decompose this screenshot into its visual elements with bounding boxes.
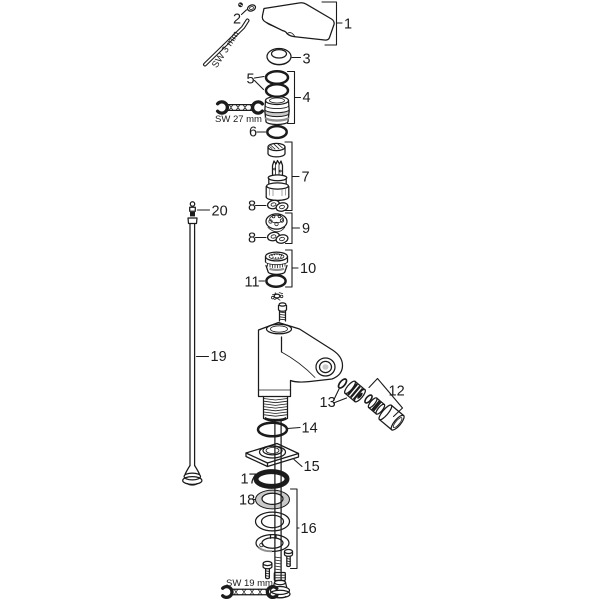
- part-aerator-o-ring-13: [337, 378, 348, 389]
- part-screw-on-rod: [283, 548, 294, 568]
- part-seal-pair-8b: [266, 231, 289, 244]
- callout-13-label: 13: [320, 395, 336, 411]
- callout-14: 14: [286, 421, 318, 437]
- callout-1: 1: [321, 1, 352, 46]
- part-aerator-insert-13: [344, 380, 366, 403]
- part-washer-18: [255, 489, 290, 510]
- callout-7-label: 7: [302, 170, 310, 186]
- callout-8b-label: 8: [248, 231, 256, 247]
- callout-8a-label: 8: [248, 199, 256, 215]
- part-washer-plain: [254, 511, 291, 532]
- callout-11-label: 11: [245, 275, 260, 291]
- callout-8a: 8: [248, 199, 267, 215]
- callout-2-label: 2: [233, 12, 241, 28]
- callout-18: 18: [239, 493, 256, 509]
- callout-15: 15: [293, 458, 320, 475]
- callout-3-label: 3: [303, 52, 311, 68]
- part-clamp-ring: [255, 533, 290, 553]
- part-aerator-o-ring-12: [364, 394, 373, 404]
- callout-10: 10: [284, 249, 316, 288]
- callout-15-label: 15: [304, 459, 320, 475]
- part-faucet-body: [257, 302, 344, 398]
- callout-18-label: 18: [239, 493, 255, 509]
- callout-4: 4: [286, 70, 311, 125]
- part-retaining-nut: [264, 95, 290, 126]
- wrench-19-size-label: SW 19 mm: [226, 578, 273, 589]
- callout-19: 19: [195, 349, 227, 365]
- callout-9: 9: [284, 212, 310, 245]
- callout-5: 5: [247, 72, 265, 91]
- part-seal-pair-8a: [266, 199, 289, 212]
- part-trim-ring: [266, 47, 292, 66]
- callout-5-label: 5: [247, 72, 255, 88]
- callout-16: 16: [289, 488, 317, 570]
- callout-10-label: 10: [300, 261, 316, 277]
- callout-2: 2: [233, 9, 248, 28]
- callout-20-label: 20: [212, 204, 228, 220]
- part-o-ring-11: [265, 273, 287, 289]
- callout-14-label: 14: [302, 421, 318, 437]
- callout-7: 7: [284, 141, 310, 212]
- callout-12-label: 12: [389, 384, 405, 400]
- part-handle-lever: [261, 2, 335, 41]
- part-screw-loose: [262, 560, 273, 580]
- part-o-ring-6: [266, 124, 288, 140]
- callout-8b: 8: [248, 231, 267, 247]
- regulator-dots: [271, 253, 283, 259]
- callout-4-label: 4: [303, 90, 311, 106]
- callout-9-label: 9: [302, 221, 310, 237]
- callout-17-label: 17: [241, 472, 257, 488]
- callout-20: 20: [196, 204, 228, 220]
- part-grub-screw: [238, 2, 257, 12]
- callout-11: 11: [245, 275, 266, 291]
- callout-17: 17: [241, 472, 257, 488]
- part-diverter-insert: [265, 213, 288, 233]
- part-flow-regulator: [264, 251, 289, 275]
- callout-16-label: 16: [301, 521, 317, 537]
- callout-3: 3: [291, 52, 311, 68]
- callout-13: 13: [320, 388, 348, 411]
- callout-6: 6: [249, 125, 267, 141]
- part-splined-adapter: [271, 292, 284, 301]
- callout-12: 12: [368, 377, 405, 418]
- part-aerator-sleeve-12: [378, 404, 405, 431]
- part-o-ring-14: [256, 421, 289, 438]
- wrench-27-tool: SW 27 mm: [215, 100, 265, 125]
- wrench-19-tool: SW 19 mm: [221, 578, 279, 600]
- callout-1-label: 1: [344, 17, 352, 33]
- part-cartridge: [265, 142, 290, 202]
- wrench-27-size-label: SW 27 mm: [215, 114, 262, 125]
- part-base-plate: [245, 442, 300, 468]
- part-aerator-core-12: [367, 397, 386, 415]
- part-pull-rod: [182, 201, 203, 486]
- callout-19-label: 19: [211, 349, 227, 365]
- callout-6-label: 6: [249, 125, 257, 141]
